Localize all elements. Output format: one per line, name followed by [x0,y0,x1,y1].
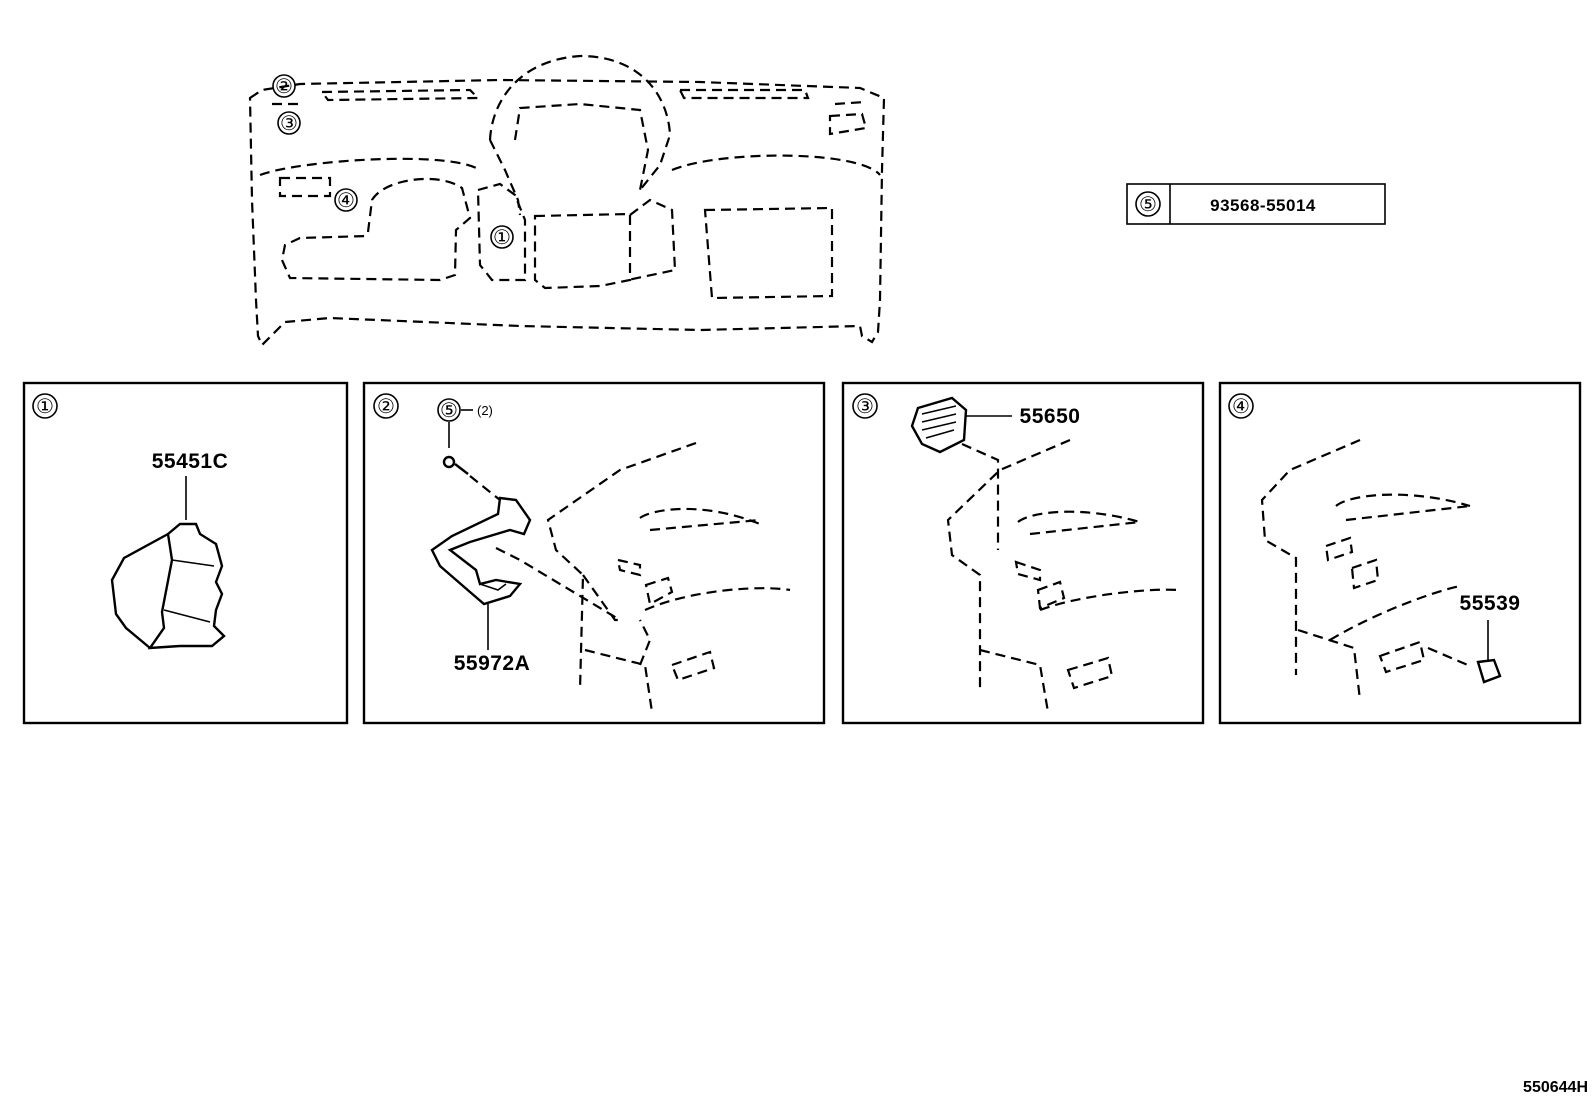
panel-4: ④ 55539 [1218,381,1582,725]
figure-id: 550644H [1523,1079,1588,1096]
legend-box: ⑤ 93568-55014 [1126,183,1386,225]
panel-2: ② ⑤ (2) 55972A [362,381,826,725]
callout-4-label: ④ [337,190,355,212]
panel-2-fastener-ref: ⑤ [440,400,458,422]
panel-1-ref: ① [36,396,54,418]
callout-2: ② [272,74,296,98]
legend-ref: ⑤ [1139,194,1157,216]
panel-1: ① 55451C [22,381,349,725]
part-55451C: 55451C [152,450,229,473]
panel-2-ref: ② [377,396,395,418]
callout-1: ① [490,225,514,249]
legend-part-number: 93568-55014 [1210,196,1316,215]
panel-4-ref: ④ [1232,396,1250,418]
instrument-panel-overview: ② ③ ④ ① [248,54,886,347]
callout-3: ③ [277,111,301,135]
callout-1-label: ① [493,227,511,249]
panel-3-ref: ③ [856,396,874,418]
panel-3: ③ 55650 [841,381,1205,725]
callout-4: ④ [334,188,358,212]
callout-2-label: ② [275,76,293,98]
part-55650: 55650 [1020,405,1081,428]
callout-3-label: ③ [280,113,298,135]
part-55539: 55539 [1460,592,1521,615]
panel-2-fastener-qty: (2) [477,403,493,418]
part-55972A: 55972A [454,652,531,675]
